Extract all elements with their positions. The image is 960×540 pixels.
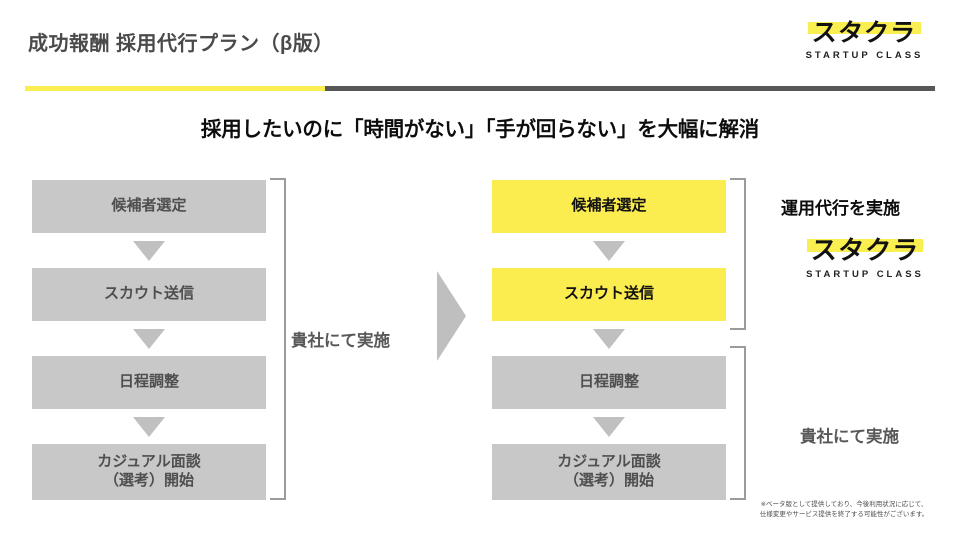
logo-highlight-bar xyxy=(808,22,921,34)
flow-step: 候補者選定 xyxy=(32,180,266,233)
flow-step-highlighted: 候補者選定 xyxy=(492,180,726,233)
flow-arrow-down-icon xyxy=(492,409,726,444)
transition-arrow-right-icon xyxy=(437,271,466,361)
disclaimer-line-2: 仕様変更やサービス提供を終了する可能性がございます。 xyxy=(759,511,929,519)
divider-yellow-segment xyxy=(25,86,325,91)
logo-subtitle: STARTUP CLASS xyxy=(805,50,924,61)
bracket-label-left: 貴社にて実施 xyxy=(291,332,390,350)
brand-logo-callout: スタクラ STARTUP CLASS xyxy=(780,236,950,280)
logo-subtitle: STARTUP CLASS xyxy=(806,269,924,280)
page-title: 成功報酬 採用代行プラン（β版） xyxy=(28,33,334,55)
flow-after: 候補者選定 スカウト送信 日程調整 カジュアル面談（選考）開始 xyxy=(492,180,726,500)
headline: 採用したいのに「時間がない」「手が回らない」を大幅に解消 xyxy=(200,118,760,141)
flow-step: カジュアル面談（選考）開始 xyxy=(32,444,266,500)
logo-highlight-bar xyxy=(806,239,923,252)
flow-step: 日程調整 xyxy=(32,356,266,409)
logo-wordmark: スタクラ xyxy=(810,236,920,266)
divider-gray-segment xyxy=(325,86,935,91)
bracket-label-right-bottom: 貴社にて実施 xyxy=(800,428,899,446)
flow-before: 候補者選定 スカウト送信 日程調整 カジュアル面談（選考）開始 xyxy=(32,180,266,500)
brand-logo-header: スタクラ STARTUP CLASS xyxy=(787,18,942,61)
bracket-right-bottom xyxy=(730,346,746,500)
bracket-right-top xyxy=(730,178,746,330)
bracket-left xyxy=(270,178,286,500)
flow-arrow-down-icon xyxy=(32,409,266,444)
disclaimer: ※ベータ版として提供しており、今後利用状況に応じて、 仕様変更やサービス提供を終… xyxy=(736,500,952,520)
flow-step: 日程調整 xyxy=(492,356,726,409)
flow-arrow-down-icon xyxy=(32,321,266,356)
flow-arrow-down-icon xyxy=(32,233,266,268)
logo-mark-wrap: スタクラ xyxy=(806,236,923,266)
header-divider xyxy=(25,86,935,91)
flow-step: スカウト送信 xyxy=(32,268,266,321)
logo-mark-wrap: スタクラ xyxy=(808,18,921,47)
bracket-label-right-top: 運用代行を実施 xyxy=(781,199,900,218)
flow-arrow-down-icon xyxy=(492,321,726,356)
logo-wordmark: スタクラ xyxy=(811,18,918,47)
flow-step-highlighted: スカウト送信 xyxy=(492,268,726,321)
flow-arrow-down-icon xyxy=(492,233,726,268)
flow-step: カジュアル面談（選考）開始 xyxy=(492,444,726,500)
disclaimer-line-1: ※ベータ版として提供しており、今後利用状況に応じて、 xyxy=(760,501,928,508)
